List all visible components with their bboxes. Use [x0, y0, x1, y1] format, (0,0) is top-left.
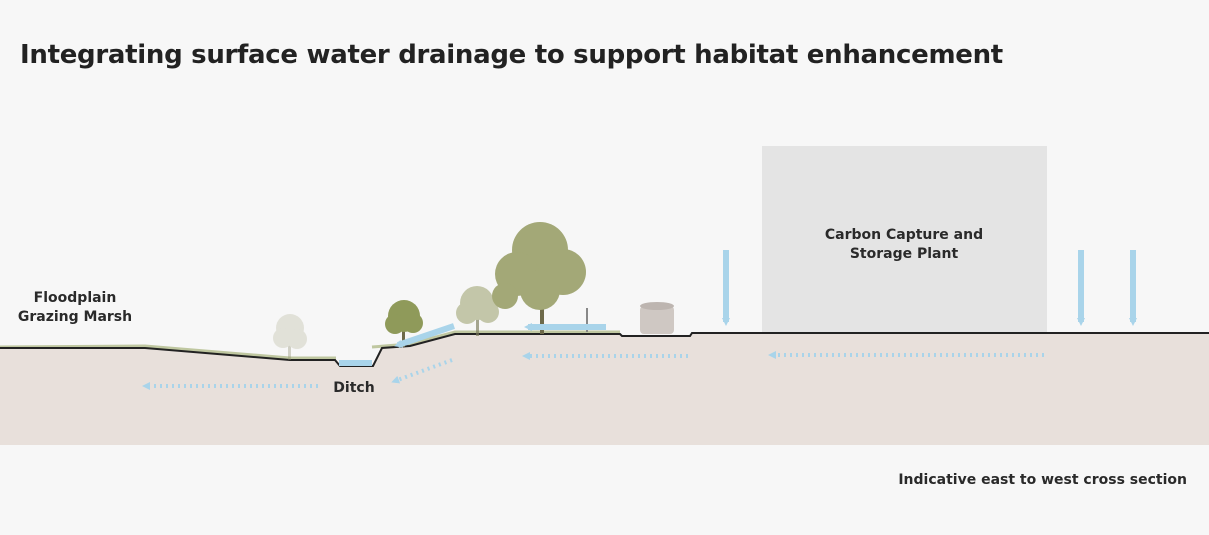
- floodplain-label-line2: Grazing Marsh: [17, 309, 133, 325]
- plant-label-line1: Carbon Capture and: [824, 227, 984, 243]
- grass-strip: [371, 330, 620, 349]
- tree-large: [492, 222, 586, 334]
- tree-small: [385, 300, 423, 347]
- floodplain-label: Floodplain Grazing Marsh: [0, 289, 150, 327]
- floodplain-label-line1: Floodplain: [33, 290, 117, 306]
- ditch-water: [339, 360, 372, 366]
- section-caption: Indicative east to west cross section: [898, 472, 1187, 488]
- plant-label-line2: Storage Plant: [849, 246, 959, 262]
- ditch-label: Ditch: [333, 380, 375, 396]
- plant-label: Carbon Capture and Storage Plant: [812, 226, 996, 264]
- tree-faded: [273, 314, 307, 360]
- storage-tank: [640, 302, 674, 334]
- post: [586, 308, 588, 332]
- surface-runoff-arrow: [394, 323, 455, 348]
- grass-strip: [0, 344, 336, 360]
- tree-medium: [456, 286, 499, 336]
- carbon-capture-plant-building: [762, 146, 1047, 333]
- page-title: Integrating surface water drainage to su…: [20, 40, 1003, 70]
- groundwater-flow-arrow: [391, 358, 453, 384]
